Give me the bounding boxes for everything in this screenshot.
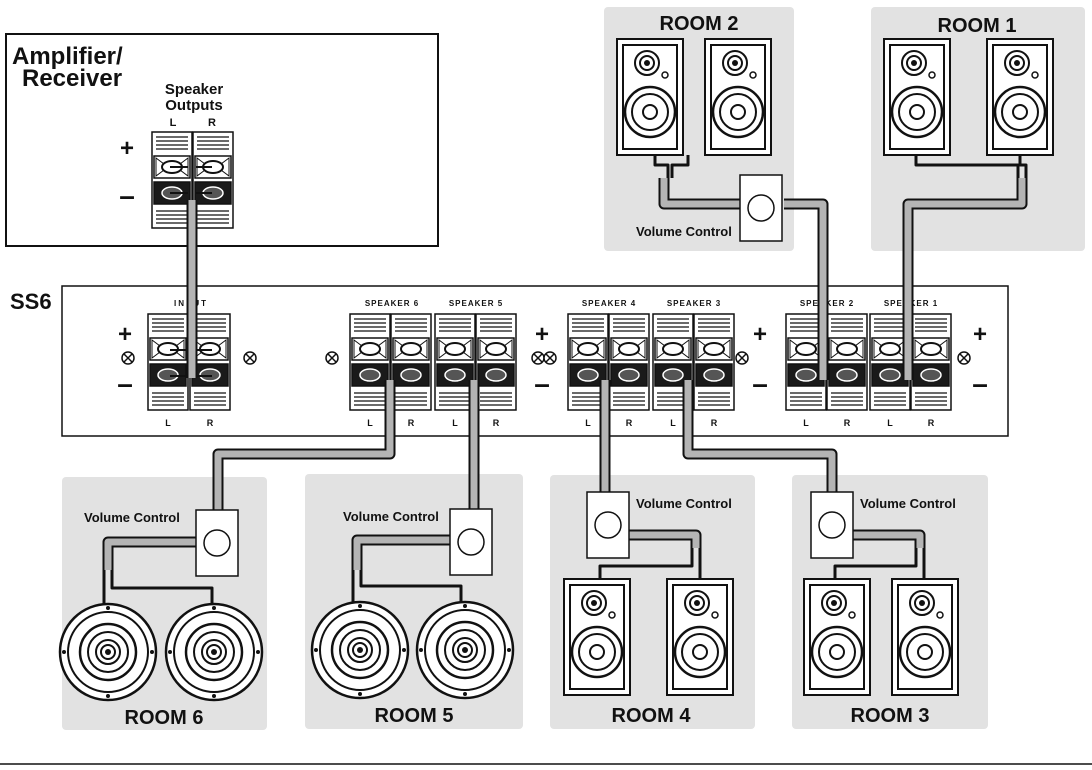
volume-control-label-room2: Volume Control — [636, 224, 732, 239]
ss6-sp1-r: R — [928, 418, 935, 428]
speaker-cables — [102, 155, 1028, 612]
ss6-plus-3: + — [753, 321, 767, 348]
volume-control-room5 — [449, 508, 493, 576]
room-6-label: ROOM 6 — [125, 707, 204, 729]
ss6-sp5-r: R — [493, 418, 500, 428]
ss6-plus-2: + — [535, 321, 549, 348]
amp-left-label: L — [170, 117, 177, 129]
amplifier-title-line2: Receiver — [22, 65, 122, 92]
ss6-sp3-r: R — [711, 418, 718, 428]
ss6-sp4-l: L — [585, 418, 591, 428]
volume-control-room2 — [739, 174, 783, 242]
amplifier-title-line1: Amplifier/ — [12, 43, 123, 70]
ss6-speaker4-label: SPEAKER 4 — [582, 299, 636, 308]
ss6-sp1-l: L — [887, 418, 893, 428]
ss6-speaker3-label: SPEAKER 3 — [667, 299, 721, 308]
volume-control-label-room5: Volume Control — [343, 509, 439, 524]
ss6-sp5-l: L — [452, 418, 458, 428]
ss6-sp6-r: R — [408, 418, 415, 428]
ss6-plus-1: + — [118, 321, 132, 348]
room-5-label: ROOM 5 — [375, 705, 454, 727]
ss6-plus-4: + — [973, 321, 987, 348]
ss6-sp2-r: R — [844, 418, 851, 428]
ss6-speaker6-label: SPEAKER 6 — [365, 299, 419, 308]
volume-control-room6 — [195, 509, 239, 577]
ss6-sp2-l: L — [803, 418, 809, 428]
amp-terminal-left — [151, 131, 193, 229]
ss6-input-r: R — [207, 418, 214, 428]
room-3-label: ROOM 3 — [851, 705, 930, 727]
amp-terminal-right — [192, 131, 234, 229]
ss6-sp4-r: R — [626, 418, 633, 428]
ss6-minus-3: – — [752, 368, 768, 399]
ss6-minus-4: – — [972, 368, 988, 399]
ss6-label: SS6 — [10, 289, 52, 314]
ss6-input-l: L — [165, 418, 171, 428]
amp-plus-label: + — [120, 135, 134, 162]
volume-control-label-room3: Volume Control — [860, 496, 956, 511]
volume-control-room4 — [586, 491, 630, 559]
volume-control-label-room6: Volume Control — [84, 510, 180, 525]
room-1-label: ROOM 1 — [938, 15, 1017, 37]
speaker-outputs-line2: Outputs — [165, 97, 223, 114]
ss6-minus-2: – — [534, 368, 550, 399]
ss6-speaker5-label: SPEAKER 5 — [449, 299, 503, 308]
volume-control-label-room4: Volume Control — [636, 496, 732, 511]
room-2-label: ROOM 2 — [660, 13, 739, 35]
ss6-minus-1: – — [117, 368, 133, 399]
ss6-sp3-l: L — [670, 418, 676, 428]
amp-right-label: R — [208, 117, 216, 129]
room-4-label: ROOM 4 — [612, 705, 692, 727]
speaker-outputs-line1: Speaker — [165, 81, 224, 98]
volume-control-room3 — [810, 491, 854, 559]
ss6-sp6-l: L — [367, 418, 373, 428]
amp-minus-label: – — [119, 180, 135, 211]
